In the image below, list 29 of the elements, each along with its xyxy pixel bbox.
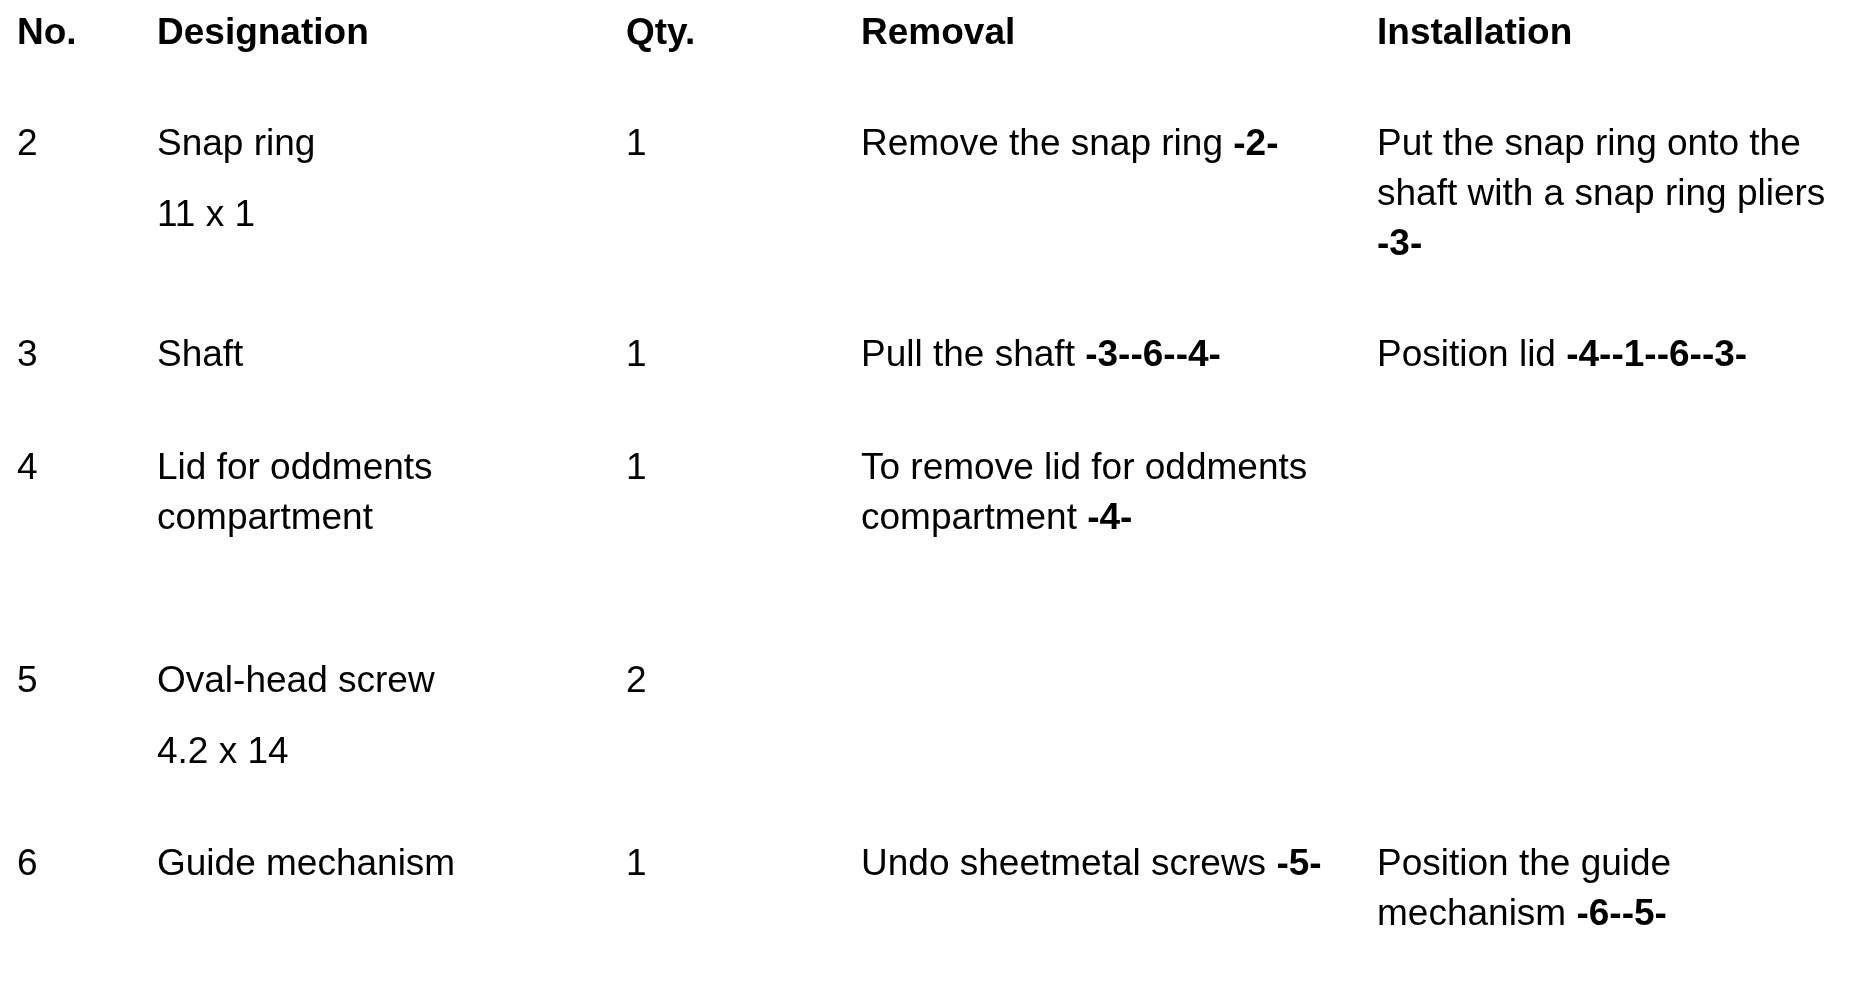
column-header: Removal (861, 10, 1016, 54)
table-cell-text: Shaft (157, 332, 244, 376)
table-cell-text: 1 (626, 445, 647, 489)
table-cell-text: 11 x 1 (157, 192, 256, 236)
table-cell-text: Oval-head screw (157, 658, 435, 702)
table-cell-text: 1 (626, 332, 647, 376)
table-cell-text: To remove lid for oddments compartment -4- (861, 445, 1309, 539)
column-header: Designation (157, 10, 369, 54)
table-cell-text: Pull the shaft -3--6--4- (861, 332, 1221, 376)
table-cell-text: 3 (17, 332, 38, 376)
table-cell-text: 4 (17, 445, 38, 489)
table-cell-text: Lid for oddments compartment (157, 445, 434, 539)
table-cell-text: Remove the snap ring -2- (861, 121, 1279, 165)
table-cell-text: 6 (17, 841, 38, 885)
table-cell-text: Position the guide mechanism -6--5- (1377, 841, 1673, 935)
table-cell-text: Position lid -4--1--6--3- (1377, 332, 1748, 376)
table-cell-text: 1 (626, 121, 647, 165)
table-cell-text: Undo sheetmetal screws -5- (861, 841, 1322, 885)
table-cell-text: Guide mechanism (157, 841, 456, 885)
table-cell-text: 5 (17, 658, 38, 702)
table-cell-text: 1 (626, 841, 647, 885)
table-cell-text: Put the snap ring onto the shaft with a snap ring pliers -3- (1377, 121, 1827, 265)
column-header: No. (17, 10, 77, 54)
table-cell-text: 4.2 x 14 (157, 729, 289, 773)
table-cell-text: Snap ring (157, 121, 316, 165)
column-header: Installation (1377, 10, 1573, 54)
table-cell-text: 2 (626, 658, 647, 702)
table-cell-text: 2 (17, 121, 38, 165)
column-header: Qty. (626, 10, 696, 54)
